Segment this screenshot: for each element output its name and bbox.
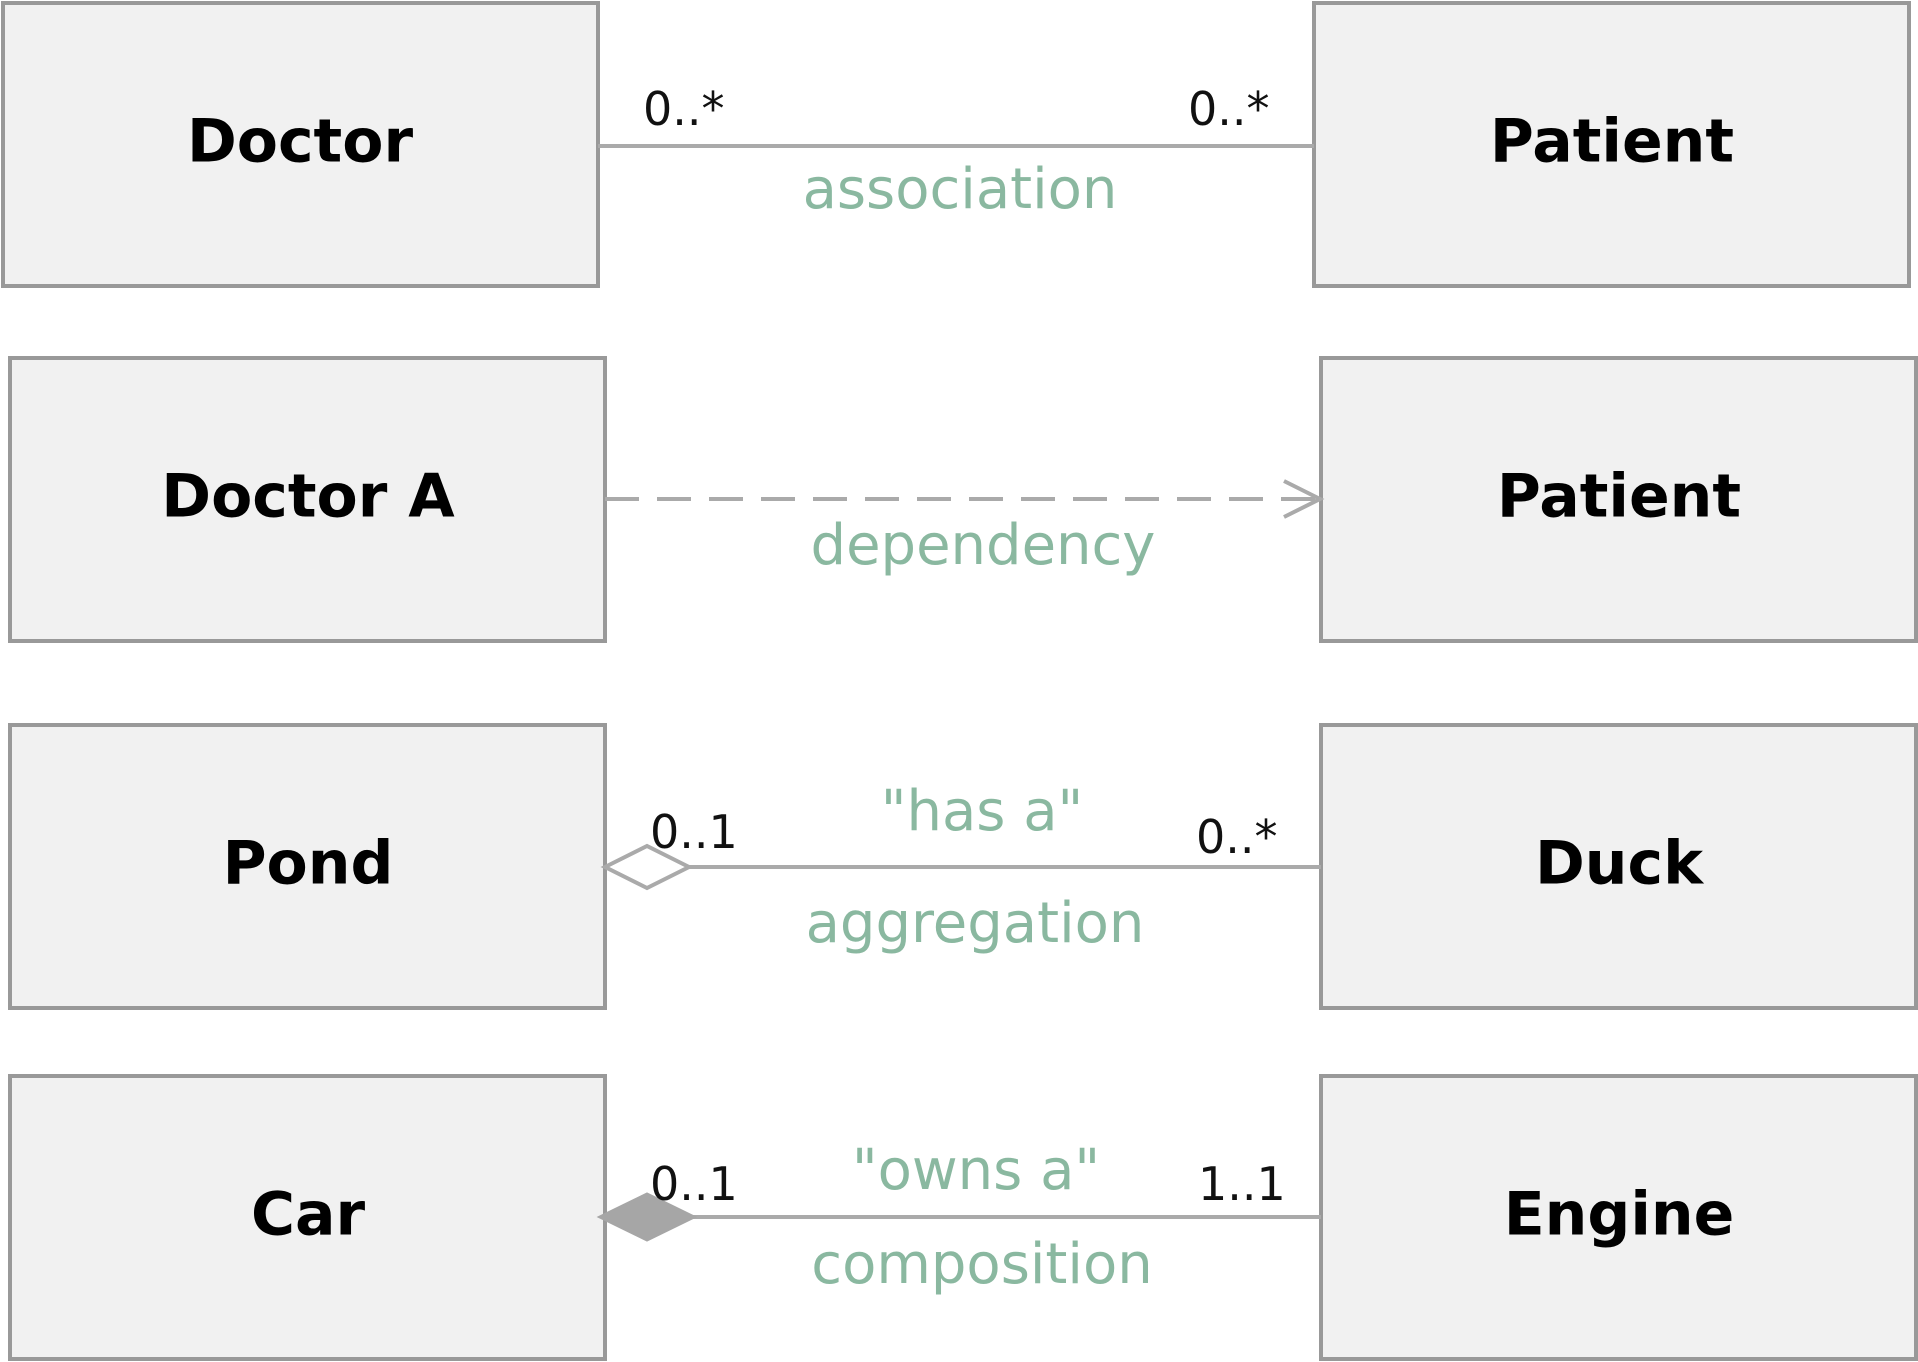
class-name-patient-2: Patient <box>1497 462 1741 532</box>
aggregation-left-multiplicity: 0..1 <box>650 805 738 859</box>
association-right-multiplicity: 0..* <box>1188 82 1270 136</box>
aggregation-right-multiplicity: 0..* <box>1196 810 1278 864</box>
class-name-patient-1: Patient <box>1490 107 1734 177</box>
composition-left-multiplicity: 0..1 <box>650 1157 738 1211</box>
aggregation-label: aggregation <box>806 891 1145 956</box>
association-label: association <box>803 157 1118 222</box>
class-name-pond: Pond <box>223 829 394 899</box>
composition-filled-diamond <box>596 1192 698 1242</box>
class-box-car[interactable]: Car <box>8 1074 607 1361</box>
class-box-duck[interactable]: Duck <box>1319 723 1918 1010</box>
dependency-arrowhead <box>1283 479 1325 519</box>
class-name-doctor-a: Doctor A <box>161 462 455 532</box>
class-name-doctor: Doctor <box>187 107 413 177</box>
composition-label: composition <box>811 1232 1152 1297</box>
class-name-engine: Engine <box>1504 1180 1735 1250</box>
composition-phrase: "owns a" <box>852 1138 1100 1203</box>
aggregation-phrase: "has a" <box>881 779 1084 844</box>
class-box-patient-1[interactable]: Patient <box>1312 1 1911 288</box>
class-box-doctor-a[interactable]: Doctor A <box>8 356 607 643</box>
dependency-label: dependency <box>811 513 1156 578</box>
class-box-patient-2[interactable]: Patient <box>1319 356 1918 643</box>
class-box-pond[interactable]: Pond <box>8 723 607 1010</box>
aggregation-open-diamond <box>600 843 694 891</box>
class-name-car: Car <box>251 1180 366 1250</box>
composition-right-multiplicity: 1..1 <box>1198 1157 1286 1211</box>
class-name-duck: Duck <box>1535 829 1705 899</box>
class-box-doctor[interactable]: Doctor <box>1 1 600 288</box>
association-left-multiplicity: 0..* <box>643 82 725 136</box>
class-box-engine[interactable]: Engine <box>1319 1074 1918 1361</box>
